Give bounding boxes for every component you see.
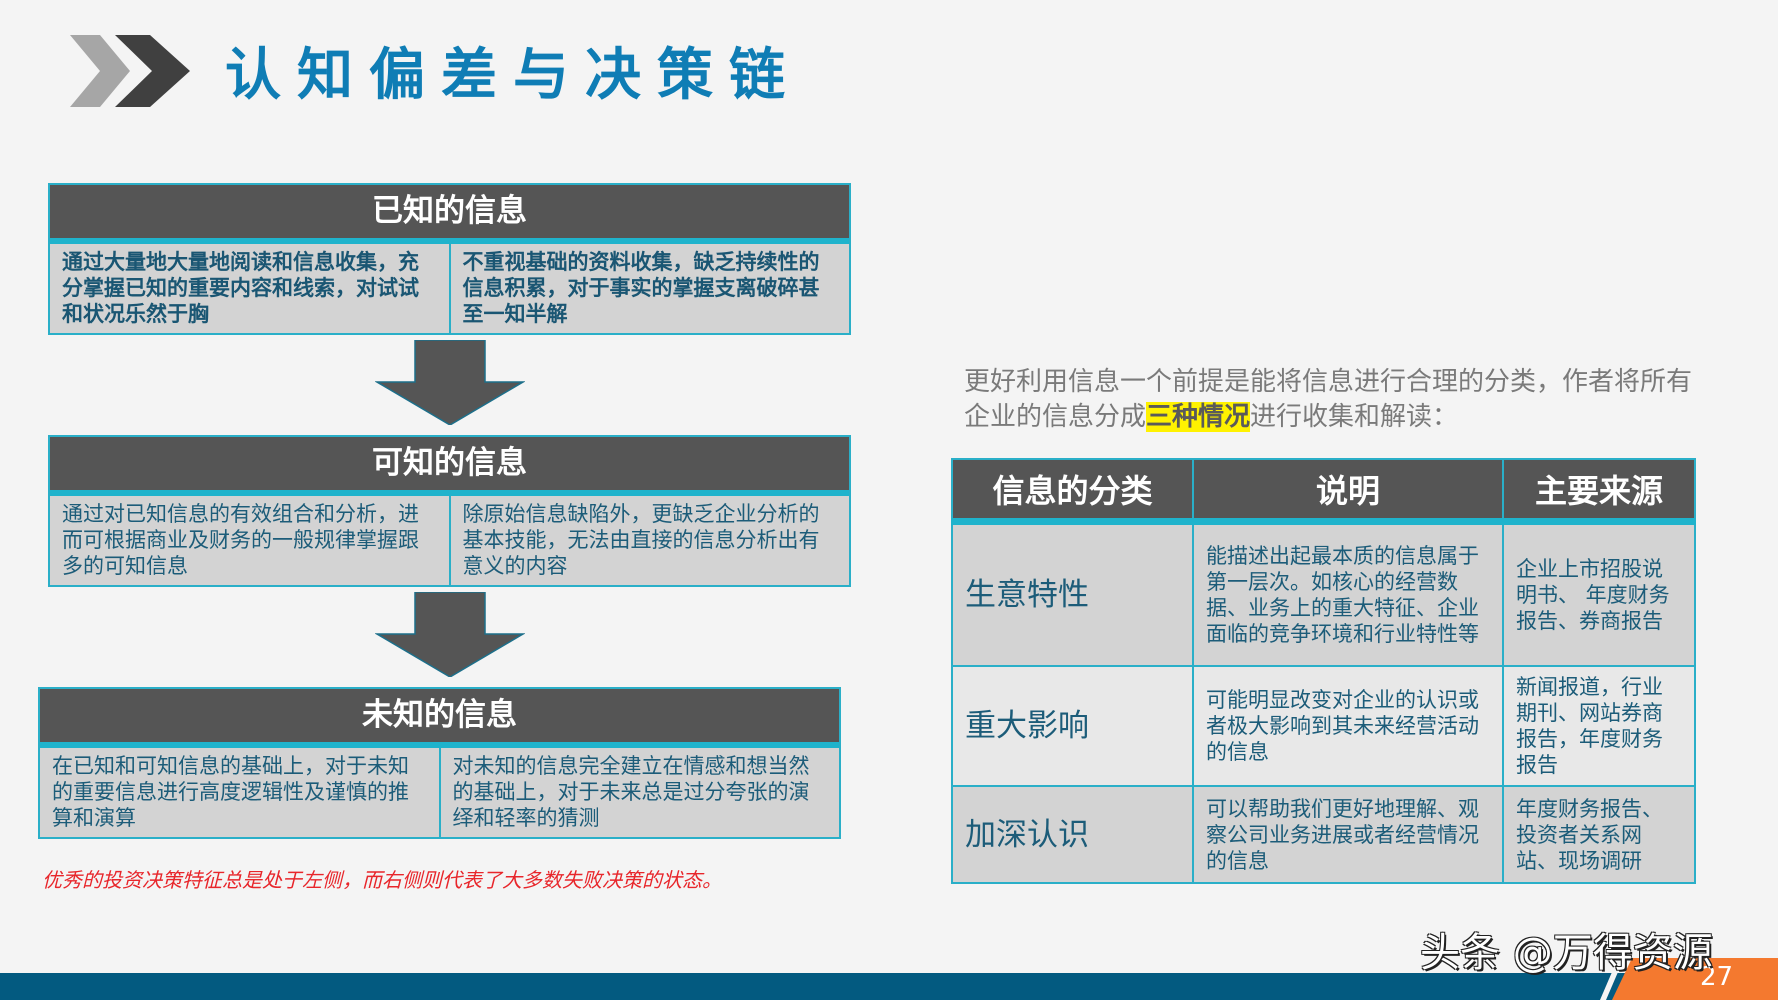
down-arrow-icon	[375, 592, 525, 677]
unknown-info-good: 在已知和可知信息的基础上，对于未知的重要信息进行高度逻辑性及谨慎的推算和演算	[52, 754, 409, 830]
table-row: 生意特性 能描述出起最本质的信息属于第一层次。如核心的经营数据、业务上的重大特征…	[951, 520, 1696, 667]
row-category: 生意特性	[951, 520, 1194, 667]
page-number: 27	[1700, 962, 1734, 992]
info-classification-table: 信息的分类 说明 主要来源 生意特性 能描述出起最本质的信息属于第一层次。如核心…	[951, 458, 1696, 884]
row-description: 能描述出起最本质的信息属于第一层次。如核心的经营数据、业务上的重大特征、企业面临…	[1192, 520, 1504, 667]
page-title: 认知偏差与决策链	[225, 43, 801, 108]
knowable-info-bad: 除原始信息缺陷外，更缺乏企业分析的基本技能，无法由直接的信息分析出有意义的内容	[448, 496, 850, 585]
intro-highlight: 三种情况	[1146, 402, 1251, 432]
row-description: 可以帮助我们更好地理解、观察公司业务进展或者经营情况的信息	[1192, 785, 1504, 884]
known-info-box: 已知的信息 通过大量地大量地阅读和信息收集，充分掌握已知的重要内容和线索，对试试…	[48, 183, 851, 335]
row-category: 加深认识	[951, 785, 1194, 884]
row-category: 重大影响	[951, 665, 1194, 787]
down-arrow-icon	[375, 340, 525, 425]
table-row: 加深认识 可以帮助我们更好地理解、观察公司业务进展或者经营情况的信息 年度财务报…	[951, 785, 1696, 884]
header-sources: 主要来源	[1502, 458, 1696, 525]
watermark: 头条 @万得资源	[1420, 930, 1713, 976]
double-chevron-icon	[70, 35, 190, 107]
table-row: 重大影响 可能明显改变对企业的认识或者极大影响到其未来经营活动的信息 新闻报道，…	[951, 665, 1696, 787]
intro-text-after: 进行收集和解读：	[1250, 402, 1459, 432]
row-description: 可能明显改变对企业的认识或者极大影响到其未来经营活动的信息	[1192, 665, 1504, 787]
footnote: 优秀的投资决策特征总是处于左侧，而右侧则代表了大多数失败决策的状态。	[42, 868, 722, 892]
row-sources: 企业上市招股说明书、 年度财务报告、券商报告	[1502, 520, 1696, 667]
knowable-info-title: 可知的信息	[50, 437, 849, 496]
known-info-title: 已知的信息	[50, 185, 849, 244]
unknown-info-title: 未知的信息	[40, 689, 839, 748]
intro-paragraph: 更好利用信息一个前提是能将信息进行合理的分类，作者将所有企业的信息分成三种情况进…	[964, 365, 1694, 435]
known-info-bad: 不重视基础的资料收集，缺乏持续性的信息积累，对于事实的掌握支离破碎甚至一知半解	[448, 244, 850, 333]
knowable-info-good: 通过对已知信息的有效组合和分析，进而可根据商业及财务的一般规律掌握跟多的可知信息	[62, 502, 419, 578]
header-category: 信息的分类	[951, 458, 1194, 525]
known-info-good: 通过大量地大量地阅读和信息收集，充分掌握已知的重要内容和线索，对试试和状况乐然于…	[62, 250, 419, 326]
unknown-info-bad: 对未知的信息完全建立在情感和想当然的基础上，对于未来总是过分夸张的演绎和轻率的猜…	[438, 748, 840, 837]
footer-accent	[1612, 958, 1778, 1000]
intro-text-before: 更好利用信息一个前提是能将信息进行合理的分类，作者将所有企业的信息分成	[964, 367, 1693, 432]
row-sources: 新闻报道，行业期刊、网站券商报告，年度财务报告	[1502, 665, 1696, 787]
row-sources: 年度财务报告、投资者关系网站、现场调研	[1502, 785, 1696, 884]
header-description: 说明	[1192, 458, 1504, 525]
knowable-info-box: 可知的信息 通过对已知信息的有效组合和分析，进而可根据商业及财务的一般规律掌握跟…	[48, 435, 851, 587]
footer-bar	[0, 973, 1778, 1000]
table-header-row: 信息的分类 说明 主要来源	[951, 458, 1696, 525]
unknown-info-box: 未知的信息 在已知和可知信息的基础上，对于未知的重要信息进行高度逻辑性及谨慎的推…	[38, 687, 841, 839]
